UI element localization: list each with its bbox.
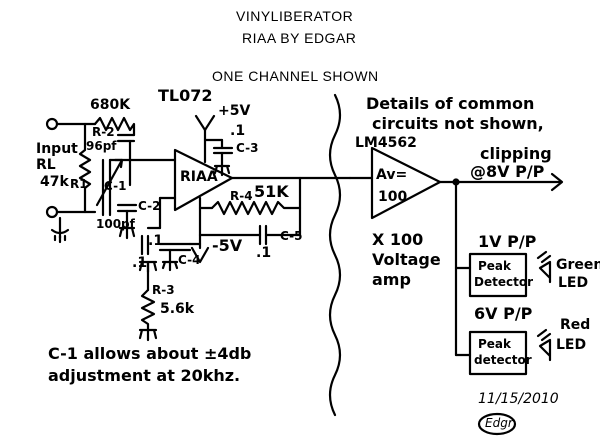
green-led-symbol bbox=[538, 252, 550, 282]
lm4562-triangle bbox=[372, 148, 440, 218]
signature: Edgr bbox=[485, 416, 513, 430]
r3-ground bbox=[140, 330, 156, 340]
input-terminal-bottom bbox=[47, 207, 57, 217]
red-led-symbol bbox=[538, 330, 550, 360]
r4-resistor bbox=[212, 202, 300, 214]
clipping-note-2: @8V P/P bbox=[470, 162, 545, 181]
r3-label: R-3 bbox=[152, 283, 175, 297]
r3-value-label: 5.6k bbox=[160, 301, 195, 317]
green-led-label-1: Green bbox=[556, 257, 600, 273]
peak-detector-2-line-1: Peak bbox=[478, 337, 512, 351]
amp-desc-3: amp bbox=[372, 270, 411, 289]
peak-detector-1-box bbox=[470, 254, 526, 296]
output-arrowhead bbox=[552, 174, 562, 190]
gain-label-top: Av= bbox=[376, 167, 408, 183]
peak-detector-1-line-1: Peak bbox=[478, 259, 512, 273]
r4-value-label: 51K bbox=[254, 182, 289, 201]
gain-label-bottom: 100 bbox=[378, 189, 408, 205]
ground-input-symbol bbox=[52, 230, 68, 242]
common-circuits-note-2: circuits not shown, bbox=[372, 114, 544, 133]
vminus-label: -5V bbox=[212, 236, 243, 255]
r2-resistor bbox=[95, 118, 134, 135]
green-led-label-2: LED bbox=[558, 275, 589, 291]
c3-ground bbox=[215, 153, 229, 175]
input-label: Input bbox=[36, 141, 78, 157]
peak-detector-2-box bbox=[470, 332, 526, 374]
junction-dot-1 bbox=[454, 180, 459, 185]
c3-label: C-3 bbox=[236, 141, 259, 155]
page-title: VINYLIBERATOR bbox=[236, 8, 354, 24]
page-subtitle: RIAA BY EDGAR bbox=[242, 30, 357, 46]
signature-oval bbox=[479, 414, 515, 434]
vplus-label: +5V bbox=[218, 103, 251, 119]
cap-96-label: 96pf bbox=[86, 139, 117, 153]
peak-detector-1-line-2: Detector bbox=[474, 275, 533, 289]
r3-resistor bbox=[142, 290, 154, 330]
r3-cap-value-label: .1 bbox=[132, 255, 148, 271]
c4-value-label: .1 bbox=[148, 233, 164, 249]
red-led-label-2: LED bbox=[556, 337, 587, 353]
input-terminal-top bbox=[47, 119, 57, 129]
rl-value-label: 47k bbox=[40, 174, 69, 190]
peak-detector-2-line-2: detector bbox=[474, 353, 532, 367]
clipping-note-1: clipping bbox=[480, 144, 552, 163]
c1-adjust-note-1: C-1 allows about ±4db bbox=[48, 344, 252, 363]
amp-desc-2: Voltage bbox=[372, 250, 441, 269]
vplus-arrow bbox=[196, 116, 214, 130]
lm4562-label: LM4562 bbox=[355, 135, 417, 151]
amp-desc-1: X 100 bbox=[372, 230, 424, 249]
cap-100-label: 100pf bbox=[96, 217, 135, 231]
r3-top-ground bbox=[140, 262, 156, 272]
common-circuits-note-1: Details of common bbox=[366, 94, 535, 113]
c1-trimmer-arrow bbox=[97, 160, 122, 205]
riaa-opamp-triangle bbox=[175, 150, 232, 210]
r2-label: R-2 bbox=[92, 125, 115, 139]
c1-adjust-note-2: adjustment at 20khz. bbox=[48, 366, 241, 385]
ground-100pf-symbol bbox=[120, 228, 134, 238]
r1-resistor bbox=[80, 124, 90, 212]
r1-label: R1 bbox=[70, 177, 88, 191]
c4-label: C-4 bbox=[178, 253, 201, 267]
c1-label: C-1 bbox=[104, 179, 127, 193]
date-note: 11/15/2010 bbox=[478, 391, 559, 407]
c4-ground bbox=[163, 250, 177, 270]
boundary-squiggle bbox=[330, 95, 340, 415]
rl-label: RL bbox=[36, 157, 56, 173]
r4-label: R-4 bbox=[230, 189, 253, 203]
vminus-arrow bbox=[192, 248, 208, 262]
level-1v-label: 1V P/P bbox=[478, 232, 537, 251]
c2-label: C-2 bbox=[138, 199, 161, 213]
c5-value-label: .1 bbox=[256, 245, 272, 261]
c3-value-label: .1 bbox=[230, 123, 246, 139]
level-6v-label: 6V P/P bbox=[474, 304, 533, 323]
channel-note: ONE CHANNEL SHOWN bbox=[212, 68, 379, 84]
opamp-part-label: TL072 bbox=[158, 86, 213, 105]
r2-value-label: 680K bbox=[90, 97, 131, 113]
riaa-label: RIAA bbox=[180, 169, 218, 185]
red-led-label-1: Red bbox=[560, 317, 591, 333]
c5-label: C-5 bbox=[280, 229, 303, 243]
